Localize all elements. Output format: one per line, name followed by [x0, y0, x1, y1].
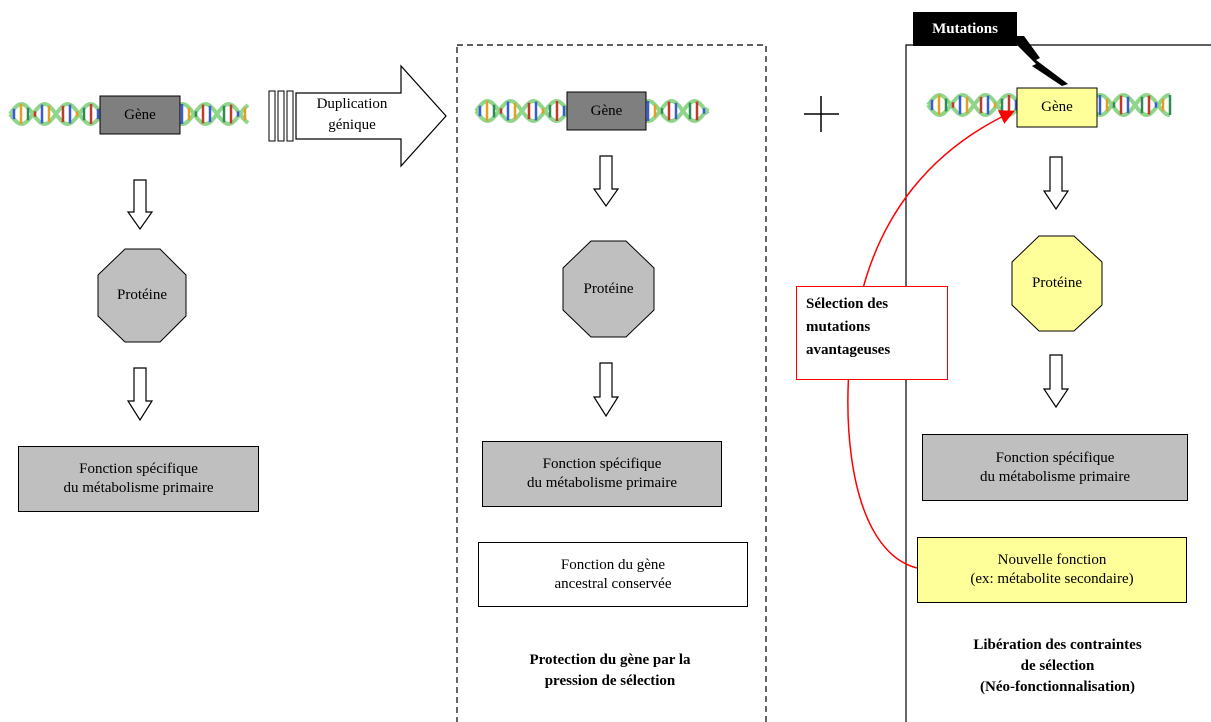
right-panel-caption: Libération des contraintes de sélection …	[915, 635, 1200, 698]
protein-label-right: Protéine	[1032, 275, 1082, 291]
new-function-box: Nouvelle fonction (ex: métabolite second…	[917, 537, 1187, 603]
gene-box-left	[99, 95, 181, 135]
conserved-line2: ancestral conservée	[554, 575, 672, 592]
function-right-line1: Fonction spécifique	[995, 449, 1115, 466]
protein-label-left: Protéine	[117, 287, 167, 303]
plus-sign-text: +	[806, 92, 836, 93]
right-caption-line3: (Néo-fonctionnalisation)	[980, 679, 1135, 695]
equivalence-bars	[268, 90, 294, 142]
duplication-arrow-shape	[295, 64, 447, 168]
plus-sign	[804, 96, 839, 132]
function-middle-line1: Fonction spécifique	[542, 456, 662, 472]
duplication-line1: Duplication	[316, 96, 388, 112]
function-left-line1: Fonction spécifique	[79, 461, 198, 477]
mutations-lightning	[1008, 36, 1068, 86]
down-arrow-right-2	[1042, 354, 1070, 409]
down-arrow-right-1	[1042, 156, 1070, 211]
gene-label-left: Gène	[124, 106, 156, 123]
right-caption-line1: Libération des contraintes	[973, 637, 1142, 653]
selection-line3: avantageuses	[806, 342, 891, 358]
protein-label-middle: Protéine	[583, 280, 634, 297]
middle-caption-line2: pression de sélection	[544, 673, 676, 689]
selection-line1: Sélection des	[806, 296, 889, 312]
function-box-left: Fonction spécifique du métabolisme prima…	[18, 446, 259, 512]
down-arrow-left-1	[126, 179, 154, 231]
protein-octagon-right	[1011, 235, 1103, 332]
gene-box-right	[1016, 87, 1098, 128]
middle-panel-caption: Protection du gène par la pression de sé…	[470, 650, 750, 692]
function-box-middle: Fonction spécifique du métabolisme prima…	[482, 441, 722, 507]
gene-box-middle	[566, 91, 647, 131]
right-caption-line2: de sélection	[1020, 658, 1095, 674]
selection-box: Sélection des mutations avantageuses	[796, 286, 948, 380]
down-arrow-left-2	[126, 367, 154, 422]
duplication-line2: génique	[328, 117, 376, 133]
function-right-line2: du métabolisme primaire	[980, 468, 1130, 485]
selection-line2: mutations	[806, 319, 871, 335]
conserved-line1: Fonction du gène	[560, 556, 666, 573]
down-arrow-middle-2	[592, 362, 620, 418]
new-function-line2: (ex: métabolite secondaire)	[970, 571, 1134, 587]
conserved-function-box: Fonction du gène ancestral conservée	[478, 542, 748, 607]
mutations-label: Mutations	[913, 12, 1017, 46]
middle-caption-line1: Protection du gène par la	[529, 652, 691, 668]
middle-panel-frame	[456, 44, 767, 722]
function-left-line2: du métabolisme primaire	[63, 480, 214, 496]
right-panel-frame	[905, 44, 1211, 722]
gene-label-right: Gène	[1041, 99, 1073, 115]
gene-label-middle: Gène	[590, 102, 623, 119]
function-middle-line2: du métabolisme primaire	[527, 475, 677, 491]
function-box-right: Fonction spécifique du métabolisme prima…	[922, 434, 1188, 501]
duplication-arrow-label: Duplication génique	[300, 94, 404, 136]
down-arrow-middle-1	[592, 155, 620, 208]
protein-octagon-middle	[562, 240, 655, 338]
new-function-line1: Nouvelle fonction	[997, 552, 1107, 568]
protein-octagon-left	[97, 248, 187, 343]
